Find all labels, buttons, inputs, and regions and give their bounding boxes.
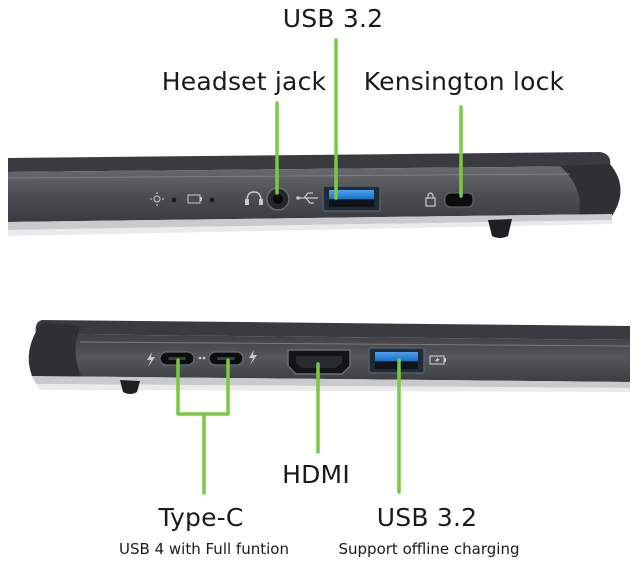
hdmi-port <box>287 349 351 375</box>
label-usb-top: USB 3.2 <box>282 4 384 33</box>
usb-trident-icon <box>296 192 318 204</box>
power-led <box>171 197 177 203</box>
top-foot <box>488 219 512 238</box>
battery-led-icon <box>187 194 202 204</box>
battery-charge-icon <box>429 355 446 365</box>
laptop-right-side <box>7 152 621 238</box>
padlock-icon <box>425 192 436 207</box>
label-kensington-lock: Kensington lock <box>363 67 565 96</box>
laptop-left-side <box>28 320 631 394</box>
bottom-foot <box>120 380 140 394</box>
label-usb-bottom-sub: Support offline charging <box>338 540 520 558</box>
usb-a-port-top <box>322 185 381 212</box>
top-base <box>8 166 618 222</box>
label-type-c: Type-C <box>158 503 244 532</box>
label-type-c-sub: USB 4 with Full funtion <box>119 540 289 558</box>
bottom-callout-lines <box>176 358 401 495</box>
battery-led <box>209 197 215 203</box>
label-headset-jack: Headset jack <box>161 67 327 96</box>
headset-jack-port <box>266 187 290 211</box>
sun-led-icon <box>150 192 164 206</box>
top-hinge-end <box>560 164 621 218</box>
top-callout-lines <box>275 38 463 200</box>
label-usb-bottom: USB 3.2 <box>376 503 478 532</box>
bottom-lid <box>35 320 631 340</box>
usb-a-port-bottom <box>368 347 425 374</box>
label-hdmi: HDMI <box>282 460 350 489</box>
lightning-icon <box>147 352 155 367</box>
kensington-slot <box>444 192 474 208</box>
bottom-hinge-end <box>28 322 83 378</box>
lightning-icon-2 <box>249 350 257 365</box>
headset-icon <box>245 191 263 205</box>
